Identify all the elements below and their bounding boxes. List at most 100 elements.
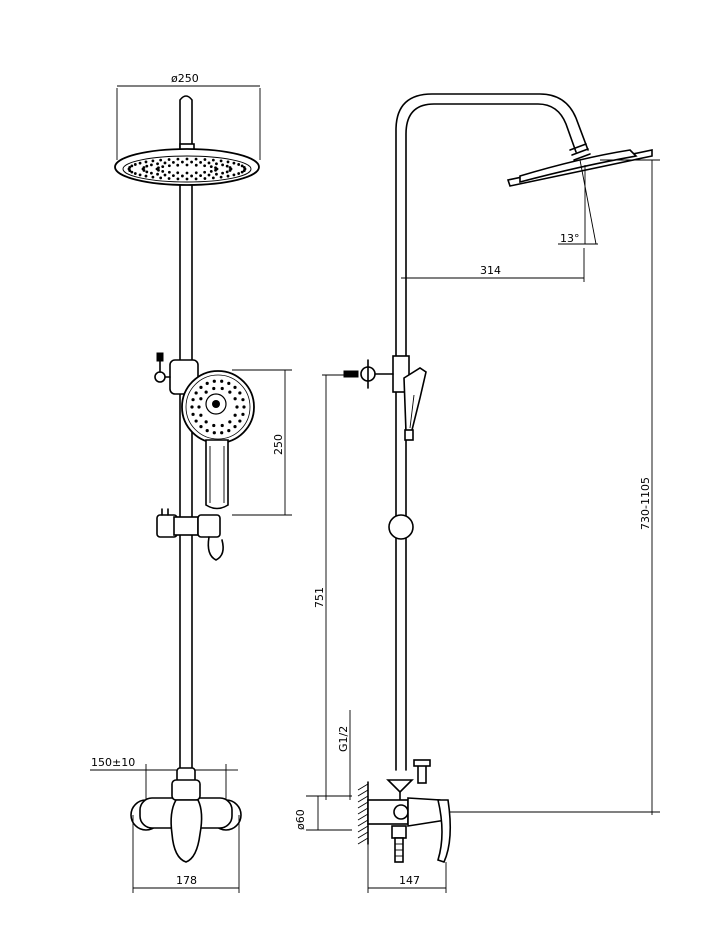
- rain-nozzle: [167, 158, 171, 161]
- rain-nozzle: [159, 158, 163, 162]
- rain-nozzle: [225, 170, 229, 174]
- rain-nozzle: [142, 166, 146, 169]
- rain-nozzle: [161, 169, 165, 173]
- hand-shower-nozzles: [190, 379, 246, 435]
- rain-nozzle: [167, 170, 171, 174]
- top-arm: [179, 95, 193, 149]
- rain-nozzle: [145, 170, 149, 174]
- rain-nozzle: [203, 177, 207, 180]
- hand-nozzle: [238, 391, 242, 395]
- dim-handshower-height: 250: [232, 369, 292, 516]
- hand-nozzle: [205, 381, 209, 385]
- rain-nozzle: [163, 173, 167, 177]
- rain-nozzle: [190, 174, 193, 178]
- rain-nozzle: [157, 166, 160, 170]
- rain-nozzle: [232, 173, 236, 177]
- dim-outlet-diameter-label: ø60: [294, 809, 307, 830]
- dim-handshower-height-label: 250: [272, 434, 285, 455]
- hand-nozzle: [220, 386, 224, 391]
- hand-nozzle: [227, 429, 231, 433]
- dim-head-diameter-label: ø250: [171, 72, 199, 85]
- dim-thread-label: G1/2: [337, 726, 350, 752]
- dim-projection: 147: [367, 844, 447, 893]
- hatch-line: [357, 819, 369, 827]
- rain-nozzle: [215, 172, 218, 176]
- rain-nozzle: [194, 177, 198, 181]
- dim-slide-height: 751: [313, 374, 344, 800]
- hatch-line: [357, 813, 369, 821]
- hand-nozzle: [194, 419, 198, 423]
- rain-nozzle: [203, 164, 207, 168]
- dim-bar-spacing-label: 150±10: [91, 756, 135, 769]
- rain-nozzle: [194, 157, 198, 161]
- hand-nozzle: [228, 390, 232, 394]
- rain-nozzle: [156, 162, 159, 166]
- rain-nozzle: [144, 174, 148, 178]
- rain-nozzle: [176, 163, 180, 167]
- rain-nozzle: [144, 160, 148, 164]
- hand-nozzle: [190, 405, 194, 409]
- hand-nozzle: [241, 398, 245, 402]
- rain-nozzle: [194, 171, 198, 175]
- side-slide-knob: [388, 514, 414, 540]
- rain-nozzle: [221, 163, 224, 167]
- mixer-lever: [170, 799, 203, 863]
- rain-nozzle: [133, 163, 137, 166]
- hand-nozzle: [233, 385, 237, 389]
- rain-nozzle: [185, 157, 189, 161]
- rain-nozzle: [163, 161, 167, 165]
- hatch-line: [357, 783, 369, 791]
- rain-nozzle: [161, 165, 165, 169]
- rain-nozzle: [185, 163, 189, 167]
- hatch-line: [357, 831, 369, 839]
- hand-nozzle: [212, 423, 216, 428]
- hand-nozzle: [220, 379, 224, 383]
- hatch-line: [357, 789, 369, 797]
- rain-nozzle: [150, 171, 153, 175]
- hand-nozzle: [242, 405, 246, 409]
- rain-nozzle: [215, 162, 218, 166]
- rain-nozzle: [237, 163, 241, 166]
- dim-bar-spacing: 150±10: [90, 756, 238, 800]
- rain-nozzle: [240, 164, 244, 168]
- rain-nozzle: [226, 174, 230, 178]
- rain-shower-head: [114, 143, 260, 186]
- rain-nozzle: [207, 161, 211, 165]
- hand-nozzle: [238, 419, 242, 423]
- rain-nozzle: [225, 164, 229, 168]
- dim-mixer-width-label: 178: [176, 874, 197, 887]
- rain-nozzle: [228, 169, 232, 172]
- rain-nozzle: [167, 164, 171, 168]
- rain-nozzle: [242, 166, 246, 169]
- rain-nozzle: [232, 161, 236, 165]
- rain-nozzle: [172, 174, 175, 178]
- rain-nozzle: [156, 172, 159, 176]
- dim-arm-reach-label: 314: [480, 264, 501, 277]
- hand-nozzle: [212, 379, 216, 383]
- hand-nozzle: [199, 397, 203, 401]
- hand-nozzle: [233, 413, 237, 417]
- arm-pipe: [395, 93, 589, 771]
- head-connector: [569, 143, 591, 161]
- hand-nozzle: [227, 381, 231, 385]
- rain-nozzle: [219, 175, 223, 179]
- hatch-line: [357, 825, 369, 833]
- hand-nozzle: [199, 413, 203, 417]
- front-view: ø250: [90, 72, 292, 893]
- rain-nozzle: [214, 166, 217, 170]
- hatch-line: [357, 837, 369, 845]
- hand-nozzle: [194, 391, 198, 395]
- hand-nozzle: [233, 397, 237, 401]
- hand-nozzle: [205, 429, 209, 433]
- rain-nozzle: [207, 173, 211, 177]
- dim-height-range-label: 730-1105: [639, 477, 652, 530]
- rain-nozzle: [176, 171, 180, 175]
- rain-nozzle: [226, 160, 230, 164]
- hand-nozzle: [204, 390, 208, 394]
- dim-head-angle-label: 13°: [560, 232, 580, 245]
- hand-nozzle: [197, 405, 201, 409]
- hand-nozzle: [233, 425, 237, 429]
- rain-nozzle: [159, 176, 163, 180]
- rain-head-nozzles: [127, 157, 247, 181]
